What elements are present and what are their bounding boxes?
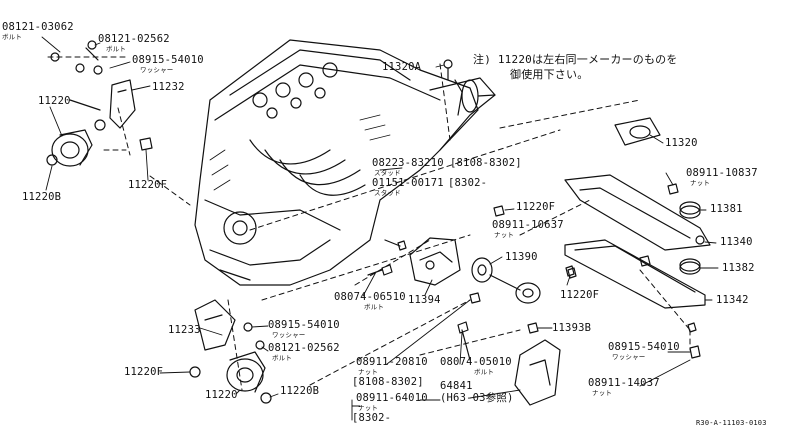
label-11220-bottom: 11220 [205, 389, 238, 401]
label-08121-02562: 08121-02562 [268, 342, 340, 354]
label-range-8302: [8302- [448, 177, 488, 189]
label-11232: 11232 [152, 81, 185, 93]
transmission-mount-right [564, 117, 711, 359]
label-h63-03-ref: (H63-03参照) [440, 392, 514, 404]
label-08121-02562: 08121-02562 [98, 33, 170, 45]
label-nut: ナット [494, 231, 515, 239]
label-08915-54010: 08915-54010 [132, 54, 204, 66]
label-11220B: 11220B [22, 191, 62, 203]
label-washer: ワッシャー [140, 66, 174, 74]
label-11394: 11394 [408, 294, 441, 306]
label-nut: ナット [592, 389, 613, 397]
label-stud: スタッド [374, 169, 401, 177]
label-bolt: ボルト [474, 368, 495, 376]
center-mounts [367, 205, 577, 406]
label-nut: ナット [358, 404, 379, 412]
label-11233: 11233 [168, 324, 201, 336]
label-08915-54010: 08915-54010 [268, 319, 340, 331]
label-08074-06510: 08074-06510 [334, 291, 406, 303]
label-11393B: 11393B [552, 322, 592, 334]
diagram-reference-code: R30-A-11103-0103 [696, 419, 767, 427]
label-stud: スタッド [374, 189, 401, 197]
label-08911-10637: 08911-10637 [492, 219, 564, 231]
label-08121-03062: 08121-03062 [2, 21, 74, 33]
label-08911-10837: 08911-10837 [686, 167, 758, 179]
label-08074-05010: 08074-05010 [440, 356, 512, 368]
note-line-2: 御使用下さい。 [510, 68, 589, 81]
label-11220B-bottom: 11220B [280, 385, 320, 397]
label-bolt: ボルト [272, 354, 293, 362]
label-08911-64010: 08911-64010 [356, 392, 428, 404]
engine-block [194, 39, 496, 286]
label-range-8302-bottom: [8302- [352, 412, 392, 424]
stud-11320A [443, 59, 453, 81]
bracket-marks [351, 399, 441, 421]
label-11381: 11381 [710, 203, 743, 215]
label-11382: 11382 [722, 262, 755, 274]
label-11220F: 11220F [128, 179, 168, 191]
label-washer: ワッシャー [612, 353, 646, 361]
label-11220F-right: 11220F [560, 289, 600, 301]
label-nut: ナット [690, 179, 711, 187]
label-11320A: 11320A [382, 61, 422, 73]
leader-lines [41, 36, 719, 399]
label-11220F-bottom-left: 11220F [124, 366, 164, 378]
label-range-8108-8302: [8108-8302] [450, 157, 522, 169]
label-bolt: ボルト [2, 33, 23, 41]
label-washer: ワッシャー [272, 331, 306, 339]
label-08915-54010: 08915-54010 [608, 341, 680, 353]
label-08223-83210: 08223-83210 [372, 157, 444, 169]
label-range-8108-8302-bottom: [8108-8302] [352, 376, 424, 388]
lower-left-mount [189, 299, 272, 404]
label-11340: 11340 [720, 236, 753, 248]
label-11220: 11220 [38, 95, 71, 107]
label-11320: 11320 [665, 137, 698, 149]
label-01151-00171: 01151-00171 [372, 177, 444, 189]
dashed-guides [47, 56, 691, 391]
label-11390: 11390 [505, 251, 538, 263]
label-08911-20810: 08911-20810 [356, 356, 428, 368]
label-11342: 11342 [716, 294, 749, 306]
label-11220F-mid: 11220F [516, 201, 556, 213]
label-64841: 64841 [440, 380, 473, 392]
label-nut: ナット [358, 368, 379, 376]
label-bolt: ボルト [106, 45, 127, 53]
label-bolt: ボルト [364, 303, 385, 311]
note-line-1: 注) 11220は左右同一メーカーのものを [473, 53, 678, 66]
label-08911-14037: 08911-14037 [588, 377, 660, 389]
